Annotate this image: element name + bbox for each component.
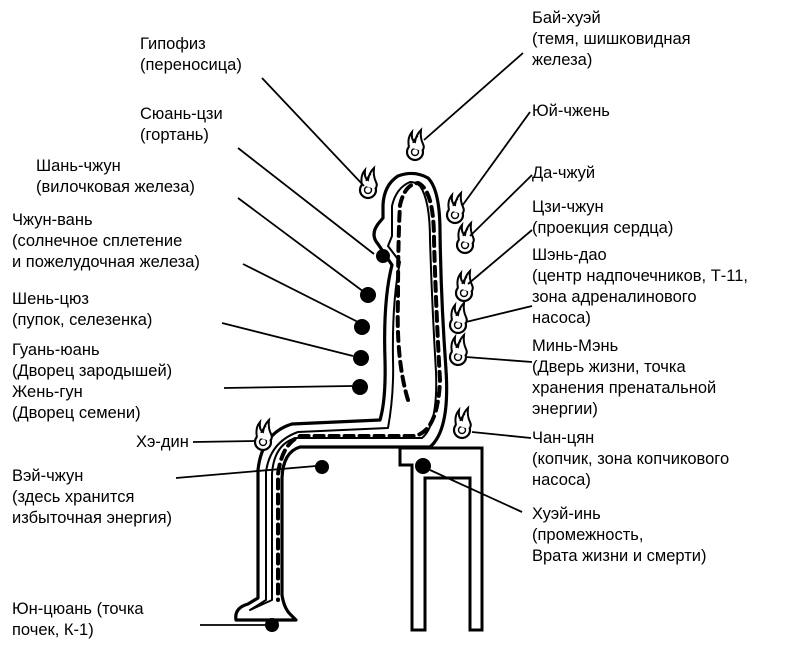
point-chzhun-van xyxy=(354,319,370,335)
flame-icon xyxy=(455,221,475,255)
chair xyxy=(398,446,484,632)
label-syuan-tszi: Сюань-цзи(гортань) xyxy=(140,105,223,144)
flame-icon xyxy=(448,301,468,335)
label-guan-yuan: Гуань-юань(Дворец зародышей)Жень-гун(Дво… xyxy=(12,341,173,422)
label-shen-dao: Шэнь-дао(центр надпочечников, Т-11,зона … xyxy=(532,246,748,327)
label-tszi-chzhun: Цзи-чжун(проекция сердца) xyxy=(532,198,674,237)
point-shan-chzhun xyxy=(360,287,376,303)
point-shen-tsyuz xyxy=(353,350,369,366)
label-huey-in: Хуэй-инь(промежность,Врата жизни и смерт… xyxy=(532,505,707,565)
point-guan-yuan xyxy=(352,379,368,395)
flame-icon xyxy=(445,191,465,225)
label-gipofiz: Гипофиз(переносица) xyxy=(140,35,242,74)
body-silhouette xyxy=(234,171,449,622)
flame-icon xyxy=(448,333,468,367)
point-yun-tsyuan xyxy=(265,618,279,632)
label-da-chzhuy: Да-чжуй xyxy=(532,164,596,182)
leader-lines xyxy=(175,52,533,626)
front-points xyxy=(265,249,431,632)
flame-icon xyxy=(358,166,378,200)
label-shan-chzhun: Шань-чжун(вилочковая железа) xyxy=(36,157,195,196)
label-yuy-chzhen: Юй-чжень xyxy=(532,102,610,120)
energy-channel xyxy=(276,180,443,602)
point-vey-chzhun xyxy=(315,460,329,474)
flame-icon xyxy=(405,128,425,162)
flame-icon xyxy=(253,418,273,452)
label-he-din: Хэ-дин xyxy=(136,433,189,451)
flame-icon xyxy=(454,269,474,303)
label-shen-tsyuz: Шень-цюз(пупок, селезенка) xyxy=(12,290,153,329)
point-syuan-tszi xyxy=(376,249,390,263)
flame-icon xyxy=(452,406,472,440)
point-huey-in xyxy=(415,458,431,474)
